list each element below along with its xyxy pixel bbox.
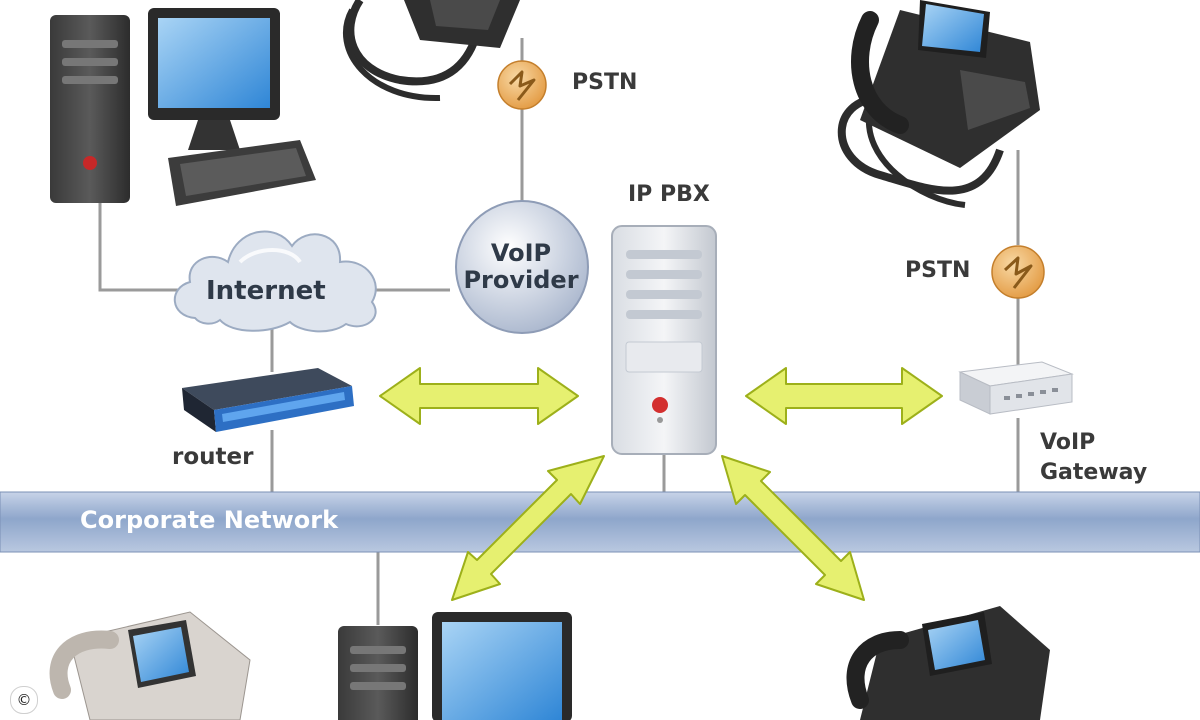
- pstn-label-right: PSTN: [905, 258, 971, 283]
- line-computer-internet: [98, 200, 190, 292]
- arrow-pbx-gateway: [745, 367, 943, 425]
- arrow-pbx-bottom-right: [721, 455, 865, 601]
- router-label: router: [172, 444, 254, 470]
- server-icon: [611, 225, 717, 455]
- voip-gateway-label: VoIP Gateway: [1040, 428, 1147, 488]
- ip-phone-icon: [846, 606, 1050, 720]
- connector-lines: [98, 38, 1020, 625]
- corporate-network-bar: [0, 491, 1200, 553]
- cloud-icon: [173, 230, 377, 333]
- desktop-computer-icon: [338, 612, 572, 720]
- ip-phone-icon: [49, 611, 251, 720]
- voip-provider-label-line1: VoIP: [490, 239, 552, 267]
- pstn-icon: [991, 245, 1045, 299]
- internet-label: Internet: [206, 276, 326, 306]
- ip-phone-icon: [343, 0, 520, 102]
- voip-provider-label: VoIP Provider: [448, 240, 594, 294]
- corporate-network-label: Corporate Network: [80, 506, 339, 534]
- router-icon: [182, 368, 354, 432]
- desktop-computer-icon: [50, 8, 316, 206]
- arrow-router-pbx: [379, 367, 579, 425]
- ip-pbx-label: IP PBX: [628, 182, 710, 207]
- voip-provider-label-line2: Provider: [463, 266, 579, 294]
- voip-gateway-label-line2: Gateway: [1040, 460, 1148, 485]
- ip-phone-icon: [837, 0, 1040, 208]
- pstn-label-top: PSTN: [572, 70, 638, 95]
- copyright-badge: ©: [10, 686, 38, 714]
- double-arrow-icon: [379, 367, 943, 601]
- voip-provider-icon: [455, 200, 589, 334]
- voip-gateway-label-line1: VoIP: [1040, 430, 1096, 455]
- gateway-icon: [958, 361, 1074, 415]
- pstn-icon: [497, 60, 547, 110]
- arrow-pbx-bottom-left: [451, 455, 605, 601]
